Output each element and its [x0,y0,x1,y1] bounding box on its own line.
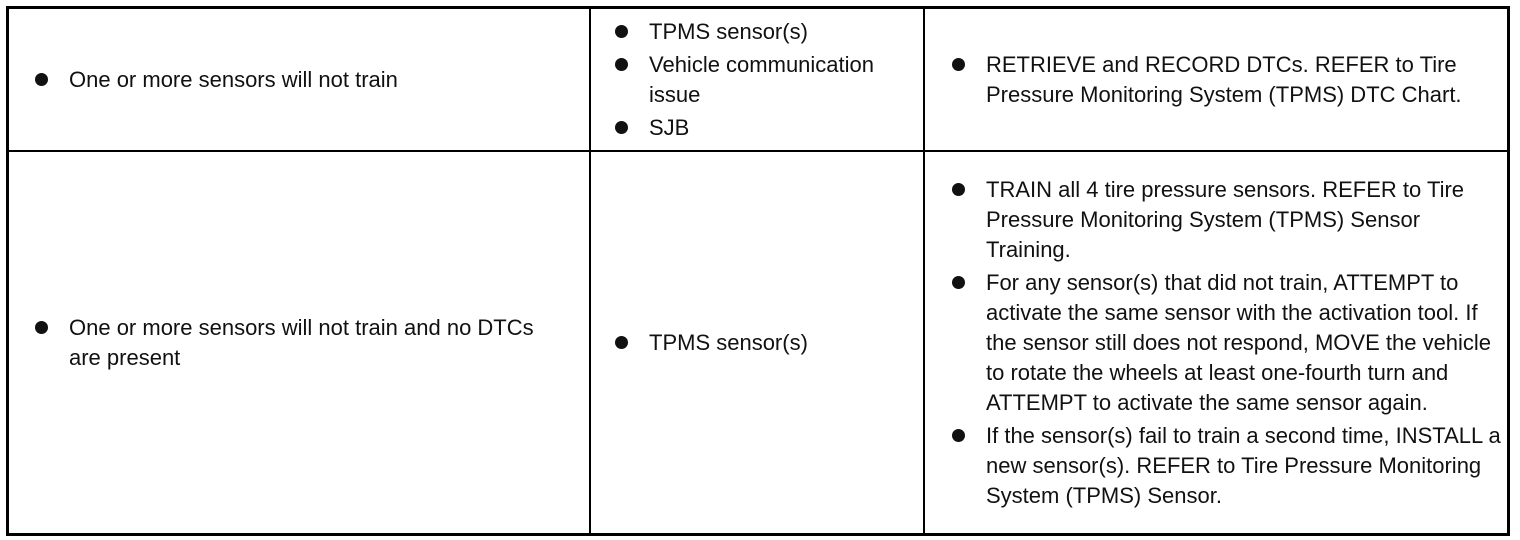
action-text: If the sensor(s) fail to train a second … [986,422,1501,508]
bullet-icon [952,57,965,71]
cause-text: SJB [649,114,690,140]
bullet-icon [615,120,628,134]
cause-text: TPMS sensor(s) [649,329,808,355]
list-item: For any sensor(s) that did not train, AT… [952,268,1502,418]
list-item: TRAIN all 4 tire pressure sensors. REFER… [952,175,1502,265]
cause-list: TPMS sensor(s) Vehicle communication iss… [615,17,915,143]
cause-list: TPMS sensor(s) [615,328,915,358]
action-text: TRAIN all 4 tire pressure sensors. REFER… [986,176,1465,262]
bullet-icon [35,72,48,86]
cause-text: TPMS sensor(s) [649,18,808,44]
list-item: Vehicle communication issue [615,50,915,110]
cause-cell: TPMS sensor(s) Vehicle communication iss… [589,9,923,150]
bullet-icon [615,335,628,349]
list-item: One or more sensors will not train [35,65,555,95]
action-text: RETRIEVE and RECORD DTCs. REFER to Tire … [986,51,1462,107]
condition-text: One or more sensors will not train and n… [69,314,534,370]
list-item: If the sensor(s) fail to train a second … [952,421,1502,511]
bullet-icon [615,24,628,38]
list-item: SJB [615,113,915,143]
bullet-icon [952,275,965,289]
action-list: TRAIN all 4 tire pressure sensors. REFER… [952,175,1502,511]
condition-list: One or more sensors will not train [35,65,555,95]
action-cell: TRAIN all 4 tire pressure sensors. REFER… [923,152,1507,533]
list-item: TPMS sensor(s) [615,17,915,47]
bullet-icon [952,182,965,196]
bullet-icon [615,57,628,71]
list-item: One or more sensors will not train and n… [35,313,555,373]
cause-cell: TPMS sensor(s) [589,152,923,533]
diagnostic-table: One or more sensors will not train TPMS … [6,6,1510,536]
condition-cell: One or more sensors will not train and n… [9,152,589,533]
action-text: For any sensor(s) that did not train, AT… [986,269,1492,415]
table-row: One or more sensors will not train and n… [9,152,1507,533]
bullet-icon [35,320,48,334]
condition-cell: One or more sensors will not train [9,9,589,150]
table-row: One or more sensors will not train TPMS … [9,9,1507,152]
list-item: TPMS sensor(s) [615,328,915,358]
cause-text: Vehicle communication issue [649,51,875,107]
list-item: RETRIEVE and RECORD DTCs. REFER to Tire … [952,50,1502,110]
action-list: RETRIEVE and RECORD DTCs. REFER to Tire … [952,50,1502,110]
condition-list: One or more sensors will not train and n… [35,313,555,373]
bullet-icon [952,428,965,442]
condition-text: One or more sensors will not train [69,66,398,92]
action-cell: RETRIEVE and RECORD DTCs. REFER to Tire … [923,9,1507,150]
